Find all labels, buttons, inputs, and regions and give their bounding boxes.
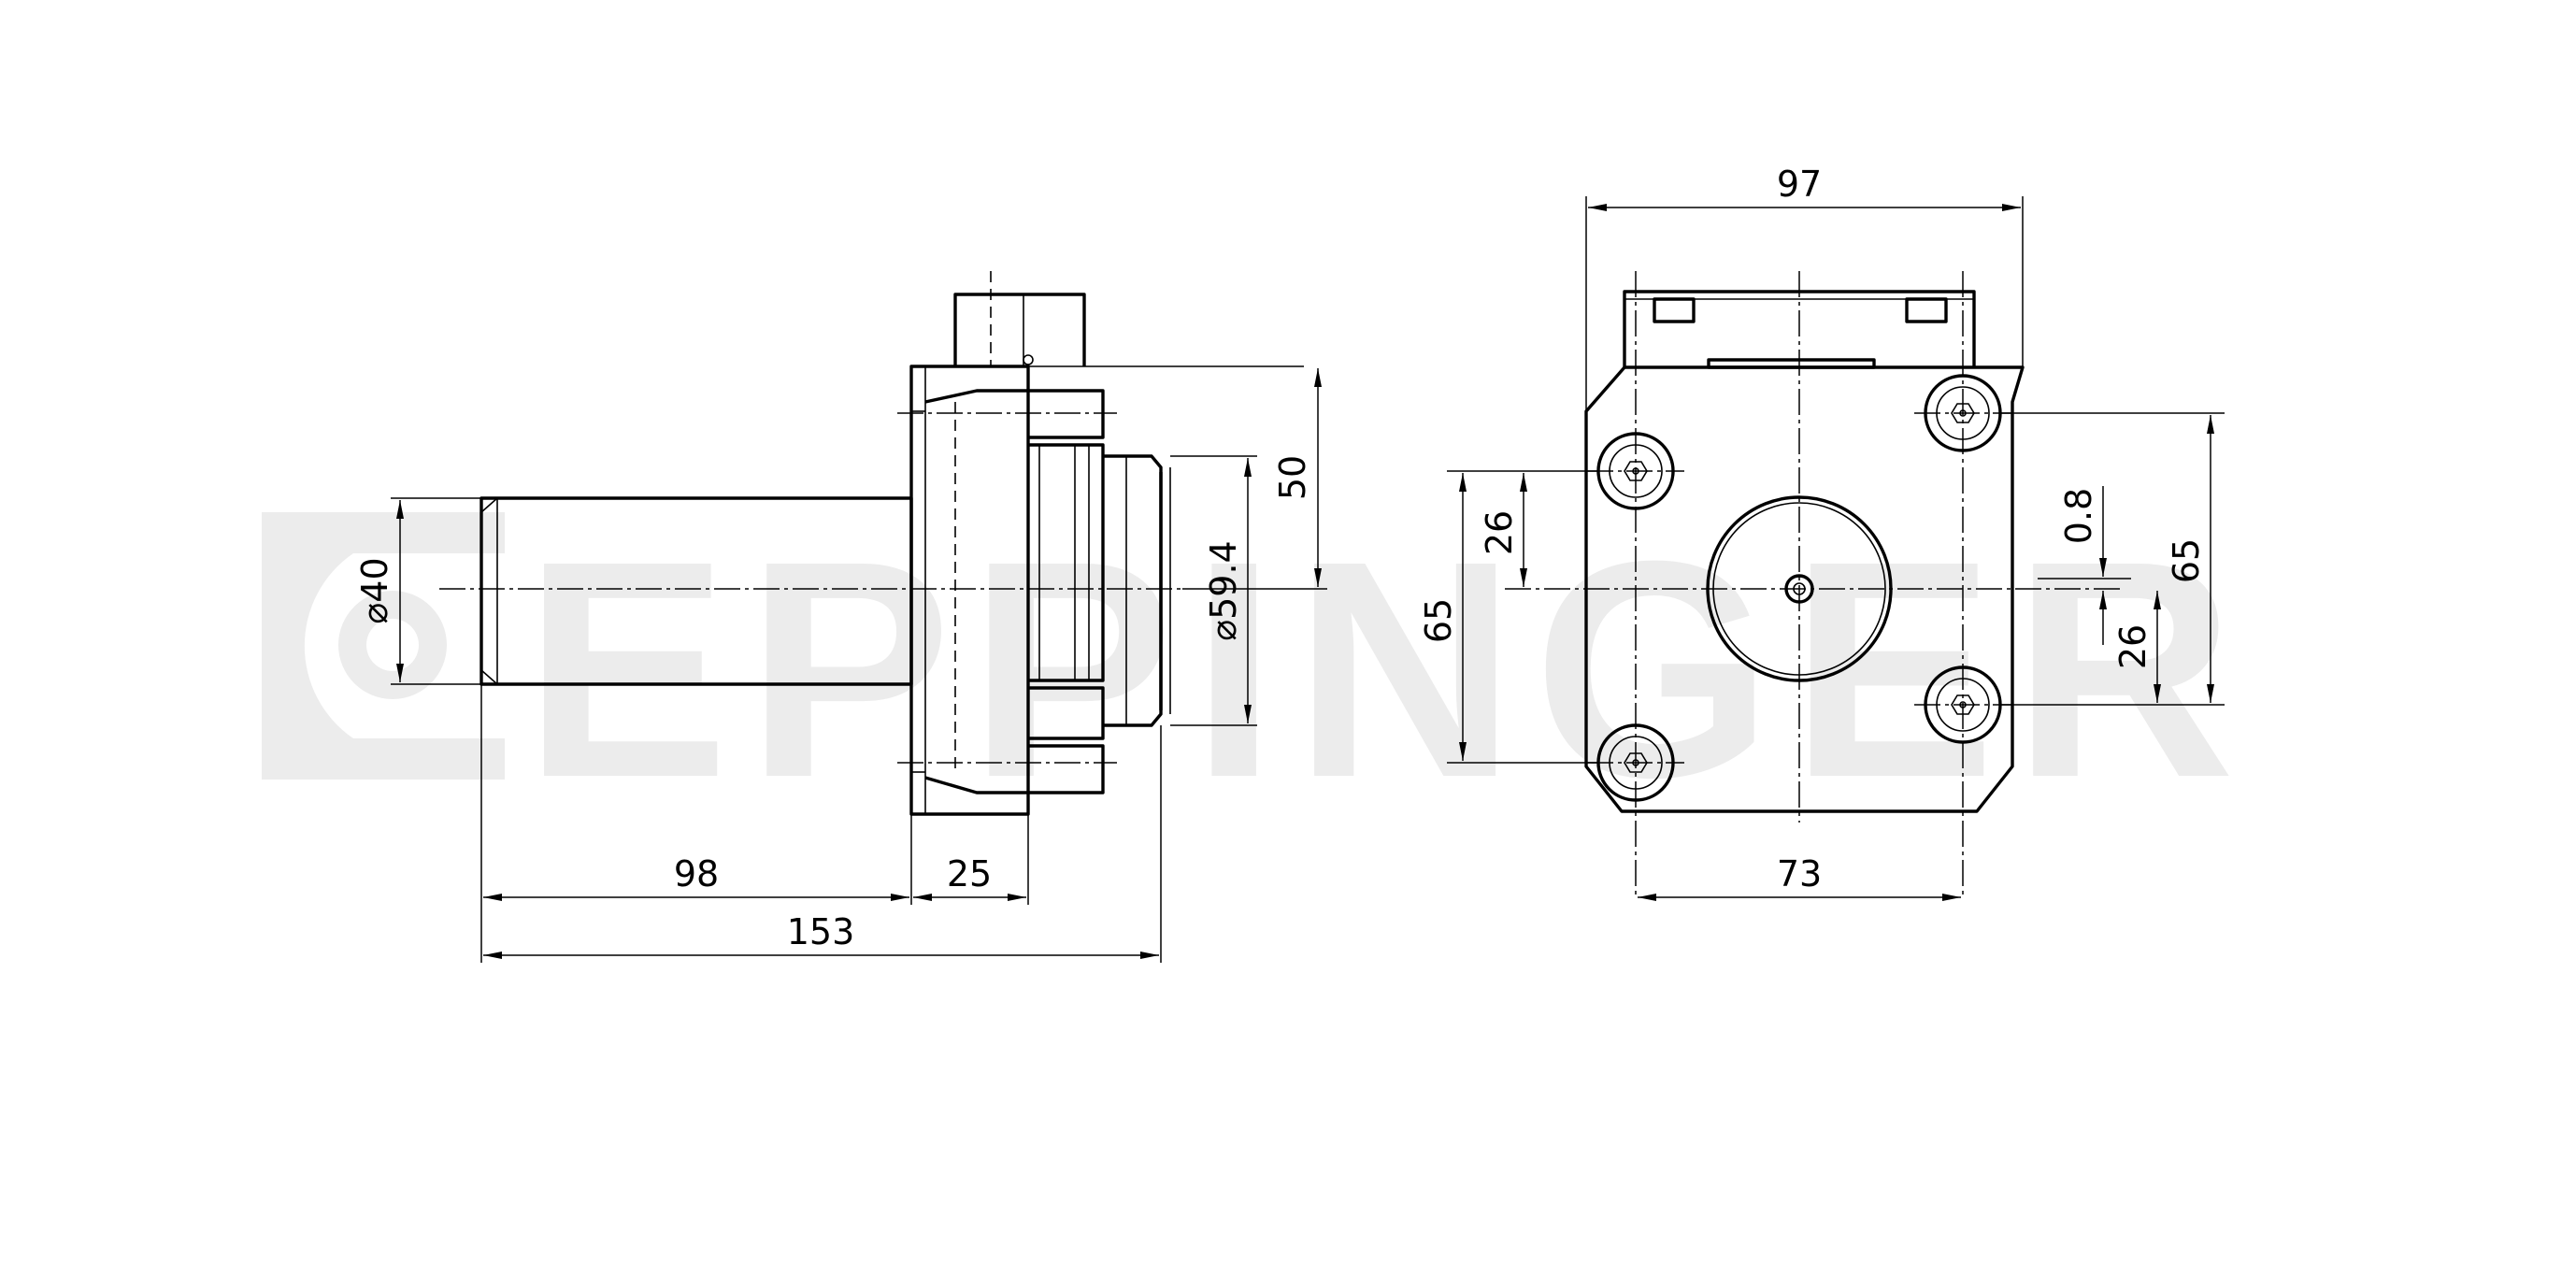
dim-head-diameter: ⌀59.4 (1203, 540, 1244, 641)
dim-bolt-spacing-vertical-left: 65 (1418, 598, 1459, 643)
key-slot-right (1905, 297, 1948, 323)
dim-bolt-spacing-vertical-right: 65 (2166, 538, 2207, 583)
dim-overall-length: 153 (787, 911, 855, 952)
dim-offset-lower-right: 26 (2112, 624, 2154, 669)
clamping-head (1028, 389, 1105, 794)
dimension-lines (1459, 204, 2214, 901)
dim-shank-diameter: ⌀40 (354, 557, 395, 623)
eppinger-swirl-logo (262, 512, 505, 780)
extension-lines (391, 455, 1327, 963)
front-view: 97 73 65 26 65 26 0.8 (1418, 164, 2225, 901)
dim-shank-length: 98 (674, 853, 719, 894)
front-ring (1103, 454, 1171, 727)
dim-bolt-spacing-horizontal: 73 (1777, 853, 1822, 894)
dim-center-offset: 0.8 (2058, 488, 2099, 544)
side-view: ⌀40 ⌀59.4 50 98 25 153 (354, 271, 1327, 963)
key-slot-left (1653, 297, 1696, 323)
extension-lines (1447, 196, 2225, 764)
dim-height-to-center: 50 (1272, 455, 1313, 500)
dim-flange-width: 25 (947, 853, 992, 894)
top-key-block (953, 293, 1304, 367)
dimension-lines (396, 368, 1322, 959)
dim-offset-upper-left: 26 (1479, 510, 1520, 555)
dim-overall-width: 97 (1777, 164, 1822, 205)
